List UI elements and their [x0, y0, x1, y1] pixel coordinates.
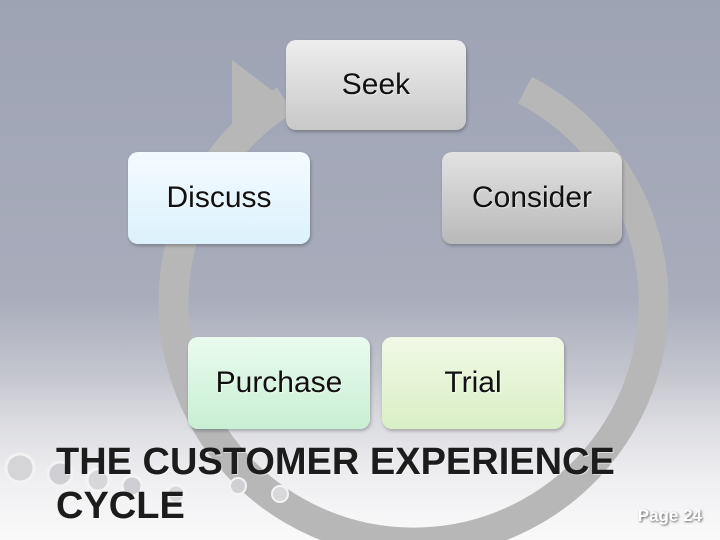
sphere: [85, 467, 111, 493]
sphere: [46, 460, 74, 488]
step-discuss: Discuss: [128, 152, 310, 244]
page-number: Page 24: [637, 506, 702, 525]
step-purchase: Purchase: [188, 337, 370, 429]
cycle-arrow-head-icon: [232, 60, 285, 140]
step-consider: Consider: [442, 152, 622, 244]
sphere: [4, 452, 36, 484]
step-trial: Trial: [382, 337, 564, 429]
step-label: Seek: [341, 68, 411, 101]
sphere: [229, 477, 247, 495]
step-seek: Seek: [286, 40, 466, 130]
step-label: Purchase: [215, 366, 343, 399]
step-label: Trial: [444, 366, 502, 399]
sphere: [165, 483, 187, 505]
sphere: [271, 485, 289, 503]
step-label: Discuss: [166, 181, 272, 214]
sphere: [120, 474, 144, 498]
slide-title: THE CUSTOMER EXPERIENCE CYCLE: [56, 441, 615, 527]
step-label: Consider: [471, 181, 593, 214]
